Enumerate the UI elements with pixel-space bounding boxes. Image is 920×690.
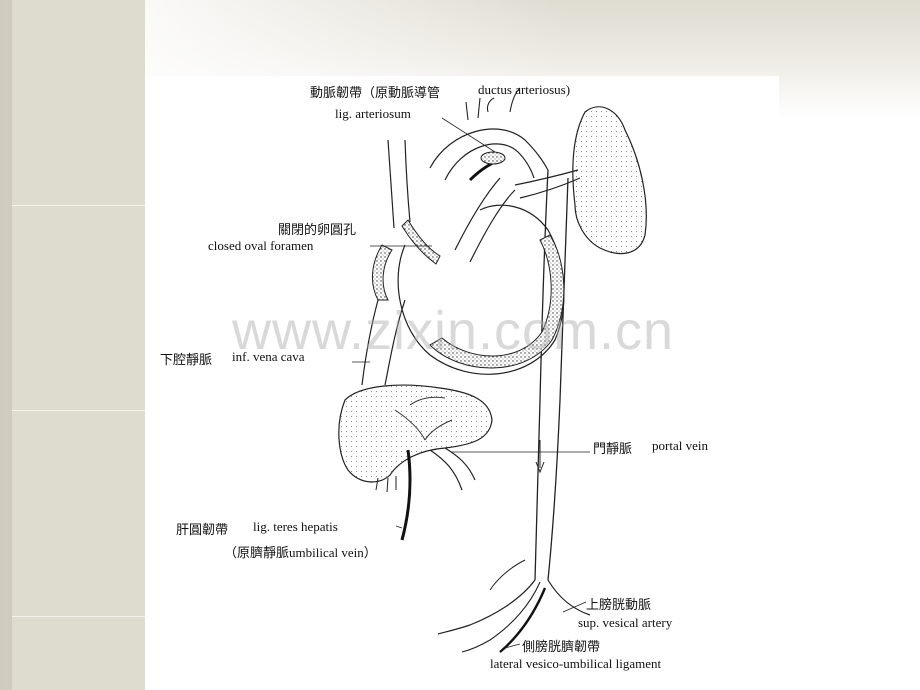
watermark-text: www.zixin.com.cn — [232, 301, 675, 361]
superior-vena-cava — [387, 139, 395, 229]
ductus-remnant — [480, 151, 506, 165]
band-segment — [12, 206, 145, 410]
label-ivc-zh: 下腔靜脈 — [160, 352, 213, 367]
pulmonary-artery — [514, 169, 579, 186]
label-portal-en: portal vein — [652, 438, 708, 453]
arch-branch-vessels — [465, 97, 495, 121]
band-divider — [12, 410, 145, 411]
label-sup-vesical-en: sup. vesical artery — [578, 615, 673, 630]
label-teres-zh: 肝圓韌帶 — [176, 522, 229, 537]
portal-vein — [429, 449, 463, 491]
iliac-branch — [461, 581, 541, 653]
label-ivc-en: inf. vena cava — [232, 349, 305, 364]
leader-line-lig-arteriosum — [441, 117, 496, 153]
ligamentum-teres — [400, 449, 412, 541]
descending-aorta — [534, 169, 549, 581]
iliac-branch — [437, 579, 536, 635]
portal-vein — [444, 447, 476, 481]
band-segment — [12, 0, 145, 205]
pulmonary-trunk — [454, 177, 501, 251]
label-sup-vesical-zh: 上膀胱動脈 — [586, 597, 652, 612]
label-oval-zh: 關閉的卵圓孔 — [278, 222, 357, 237]
hepatic-vessels — [394, 396, 453, 441]
diagram-figure-area — [145, 76, 779, 690]
leader-line-lat-ligament — [504, 643, 521, 649]
label-lat-ligament-zh: 側膀胱臍韌帶 — [522, 639, 601, 654]
arch-branch-vessels — [509, 87, 521, 113]
pulmonary-trunk — [469, 189, 516, 263]
aortic-arch — [429, 128, 549, 171]
superior-vena-cava — [404, 139, 411, 223]
label-ductus-en: ductus arteriosus) — [478, 82, 571, 97]
inferior-vena-cava — [361, 299, 379, 386]
obliterated-umbilical-artery — [499, 587, 547, 653]
ventricle-wall — [429, 234, 565, 369]
iliac-branch — [489, 559, 526, 591]
band-segment — [12, 617, 145, 690]
descending-aorta — [547, 177, 569, 581]
pulmonary-artery — [519, 177, 581, 199]
inferior-vena-cava — [384, 299, 406, 386]
band-segment — [12, 411, 145, 616]
band-divider — [12, 616, 145, 617]
band-divider — [12, 205, 145, 206]
liver-shape — [338, 384, 493, 483]
lung-shape — [572, 106, 647, 255]
leader-line-sup-vesical — [562, 601, 587, 613]
aorta-flow-arrowhead — [535, 461, 545, 474]
atrial-wall — [401, 219, 441, 265]
heart-outline — [397, 204, 565, 375]
label-umbilical-vein: （原臍靜脈umbilical vein） — [224, 545, 377, 560]
label-lig-arteriosum: lig. arteriosum — [335, 106, 411, 121]
aortic-arch — [444, 143, 535, 181]
atrial-septum — [372, 244, 393, 301]
label-lat-ligament-en: lateral vesico-umbilical ligament — [490, 656, 662, 671]
hepatic-stub-vessels — [375, 476, 397, 493]
iliac-branch — [547, 579, 591, 616]
label-oval-en: closed oval foramen — [208, 238, 314, 253]
leader-line-teres — [395, 525, 403, 529]
label-ductus-zh: 動脈韌帶（原動脈導管 — [310, 85, 441, 100]
label-portal-zh: 門靜脈 — [593, 441, 633, 456]
label-teres-en: lig. teres hepatis — [253, 519, 338, 534]
